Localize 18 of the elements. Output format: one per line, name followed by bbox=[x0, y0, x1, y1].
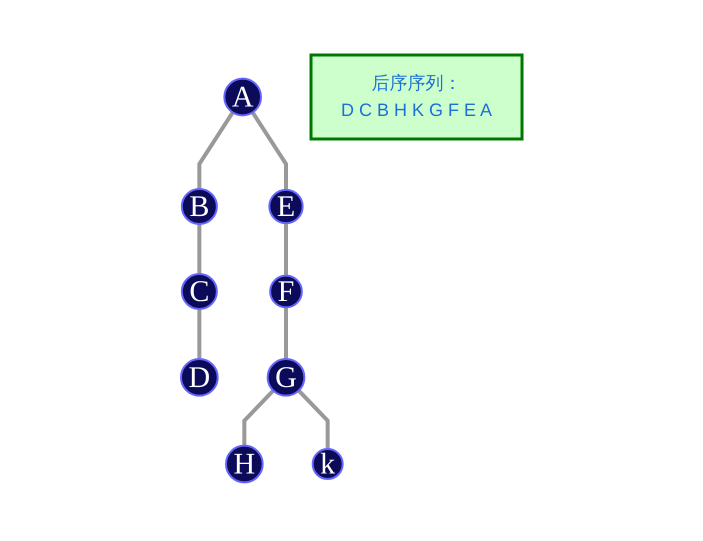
node-circle: F bbox=[269, 274, 303, 308]
connector bbox=[197, 224, 202, 274]
node-box: 后序序列： D C B H K G F E A bbox=[310, 53, 524, 140]
connector bbox=[297, 388, 330, 449]
node-circle: k bbox=[312, 448, 344, 480]
node-circle: H bbox=[225, 444, 264, 484]
node-circle: C bbox=[180, 272, 218, 310]
connector bbox=[197, 111, 234, 189]
connector bbox=[197, 308, 202, 359]
connector bbox=[284, 222, 288, 276]
connector bbox=[242, 388, 275, 446]
connector bbox=[250, 111, 288, 190]
node-circle: A bbox=[223, 77, 262, 116]
node-circle: D bbox=[180, 358, 219, 396]
connector bbox=[284, 307, 288, 359]
node-circle: E bbox=[268, 188, 304, 224]
node-circle: B bbox=[180, 188, 218, 225]
node-circle: G bbox=[266, 358, 306, 396]
